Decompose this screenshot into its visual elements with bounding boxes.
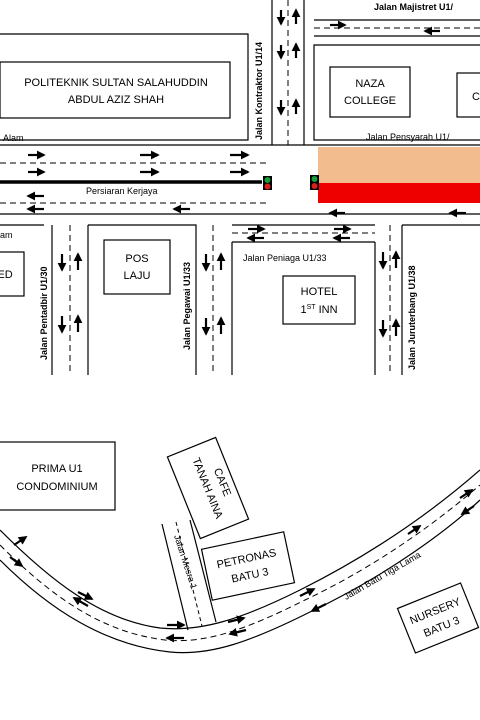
building-pos-laju: POS LAJU bbox=[103, 239, 171, 295]
road-label-pegawai: Jalan Pegawai U1/33 bbox=[182, 262, 192, 350]
highlight-area-red bbox=[318, 183, 480, 203]
building-petronas-batu-3: PETRONAS BATU 3 bbox=[200, 531, 296, 601]
building-c-partial: C bbox=[456, 72, 480, 118]
svg-text:LAJU: LAJU bbox=[124, 270, 151, 282]
road-label-pentadbir: Jalan Pentadbir U1/30 bbox=[39, 266, 49, 360]
svg-text:POLITEKNIK SULTAN SALAHUDDIN: POLITEKNIK SULTAN SALAHUDDIN bbox=[24, 77, 208, 89]
road-label-kerjaya: Persiaran Kerjaya bbox=[86, 186, 158, 196]
building-naza-college: NAZA COLLEGE bbox=[329, 66, 411, 118]
road-label-alam-top: Alam bbox=[3, 133, 24, 143]
highlight-area-orange bbox=[318, 147, 480, 183]
road-mesra bbox=[161, 519, 217, 631]
svg-text:C: C bbox=[472, 91, 480, 103]
building-prima-u1-condominium: PRIMA U1 CONDOMINIUM bbox=[0, 441, 116, 511]
svg-text:1ST INN: 1ST INN bbox=[300, 304, 337, 316]
block-outline-top-left bbox=[0, 33, 249, 141]
svg-text:NAZA: NAZA bbox=[355, 78, 385, 90]
svg-text:HOTEL: HOTEL bbox=[301, 286, 338, 298]
road-label-alam-left: am bbox=[0, 230, 13, 240]
road-majistret bbox=[314, 19, 480, 37]
road-pentadbir bbox=[51, 225, 89, 375]
road-juruterbang bbox=[374, 225, 403, 375]
road-kontraktor bbox=[271, 0, 305, 145]
road-label-batu-tiga-lama: Jalan Batu Tiga Lama bbox=[342, 550, 422, 602]
building-politeknik: POLITEKNIK SULTAN SALAHUDDIN ABDUL AZIZ … bbox=[0, 61, 231, 119]
traffic-light-east bbox=[310, 175, 319, 190]
svg-text:COLLEGE: COLLEGE bbox=[344, 95, 396, 107]
road-peniaga bbox=[232, 224, 375, 243]
building-ed-partial: ED bbox=[0, 251, 25, 297]
building-hotel-1st-inn: HOTEL 1ST INN bbox=[282, 275, 356, 325]
traffic-light-west bbox=[263, 176, 272, 190]
svg-text:ABDUL AZIZ SHAH: ABDUL AZIZ SHAH bbox=[68, 94, 164, 106]
svg-text:PRIMA U1: PRIMA U1 bbox=[31, 463, 82, 475]
svg-text:POS: POS bbox=[125, 253, 148, 265]
road-label-juruterbang: Jalan Juruterbang U1/38 bbox=[407, 265, 417, 370]
road-pegawai bbox=[212, 225, 233, 375]
block-outline-naza bbox=[313, 44, 480, 141]
traffic-arrows bbox=[9, 8, 475, 643]
road-label-pensyarah: Jalan Pensyarah U1/ bbox=[366, 132, 450, 142]
road-persiaran-kerjaya bbox=[0, 144, 480, 215]
road-label-majistret: Jalan Majistret U1/ bbox=[374, 2, 454, 12]
road-label-kontraktor: Jalan Kontraktor U1/14 bbox=[254, 42, 264, 140]
building-tanah-aina-cafe: TANAH AINA CAFE bbox=[166, 436, 250, 540]
road-batu-tiga-lama bbox=[0, 469, 480, 654]
building-nursery-batu-3: NURSERY BATU 3 bbox=[396, 582, 480, 654]
svg-text:ED: ED bbox=[0, 269, 13, 281]
block-outline-pos bbox=[88, 224, 197, 375]
svg-text:CONDOMINIUM: CONDOMINIUM bbox=[16, 481, 97, 493]
road-label-peniaga: Jalan Peniaga U1/33 bbox=[243, 253, 327, 263]
